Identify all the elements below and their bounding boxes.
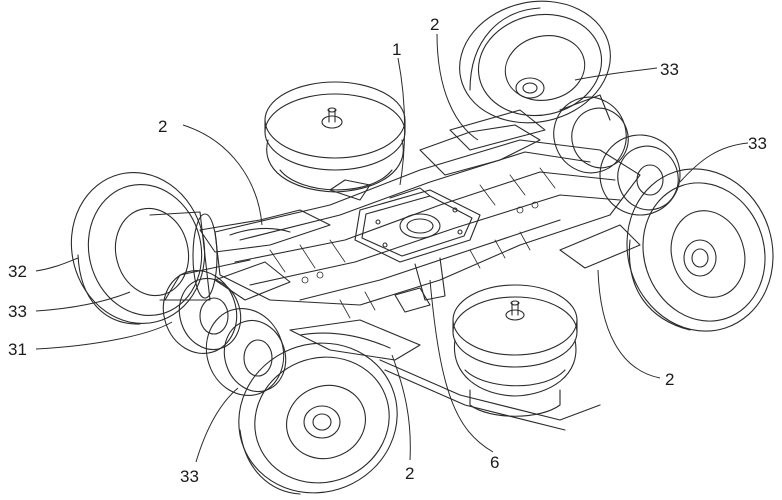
leader-33-bottom [195, 387, 239, 463]
callout-31: 31 [8, 340, 27, 359]
wheel-bottom [238, 342, 398, 495]
leader-2-top [436, 33, 479, 141]
leader-32 [35, 257, 79, 272]
wheel-left [70, 171, 218, 325]
traction-base [379, 359, 601, 431]
air-spring-front [452, 284, 578, 417]
callout-labels: 2 1 33 2 33 32 33 31 2 33 2 6 [8, 15, 767, 486]
wheel-right [626, 168, 774, 332]
wheel-top-right [459, 0, 611, 124]
brake-discs-right-axle [553, 94, 681, 216]
brake-discs-left-axle [162, 259, 291, 397]
leader-33-left [35, 291, 131, 312]
bogie-frame [214, 124, 641, 313]
callout-32: 32 [8, 262, 27, 281]
air-spring-rear [264, 81, 406, 193]
leader-31 [35, 321, 173, 350]
callout-2-right: 2 [665, 370, 674, 389]
axle-box-arms [199, 109, 641, 361]
callout-1: 1 [392, 40, 401, 59]
callout-6: 6 [490, 453, 499, 472]
callout-33-left: 33 [8, 302, 27, 321]
leader-2-bottom [391, 354, 411, 461]
leader-6 [429, 279, 494, 453]
leader-2-left [182, 124, 263, 226]
callout-2-left: 2 [158, 117, 167, 136]
leader-2-right [597, 269, 661, 379]
callout-2-bottom: 2 [405, 464, 414, 483]
callout-2-top: 2 [430, 15, 439, 34]
center-pivot-plate [354, 187, 481, 301]
mechanical-details [269, 167, 556, 319]
callout-33-bottom: 33 [180, 467, 199, 486]
leader-1 [397, 57, 406, 186]
callout-33-top-right: 33 [660, 60, 679, 79]
leader-lines [35, 33, 749, 463]
callout-33-right: 33 [748, 134, 767, 153]
leader-33-top-right [574, 67, 658, 81]
leader-33-right [679, 142, 749, 183]
